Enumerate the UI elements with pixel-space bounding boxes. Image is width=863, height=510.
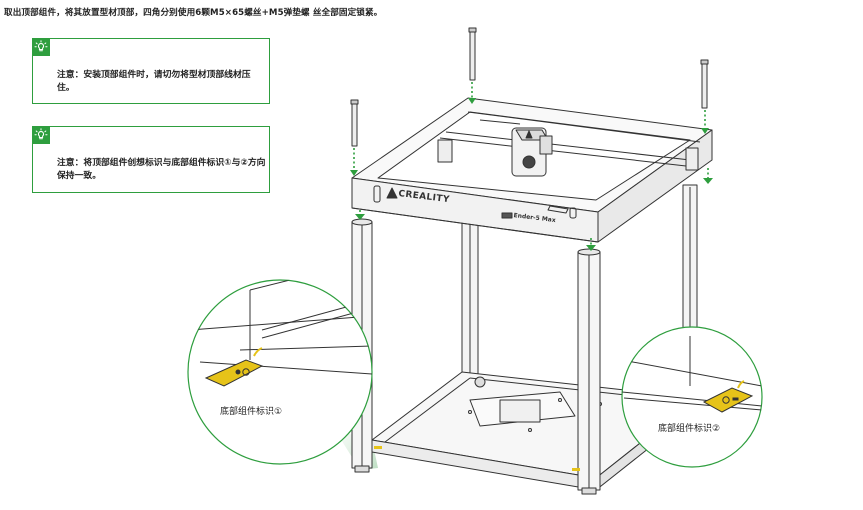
note-border-line xyxy=(32,144,33,193)
note-tab xyxy=(32,126,50,144)
bottom-frame xyxy=(371,371,698,491)
base-marker-1 xyxy=(374,446,382,449)
note-box-orientation: 注意：将顶部组件创想标识与底部组件标识①与②方向保持一致。 xyxy=(32,126,270,193)
callout-label-bottom-mark-2: 底部组件标识② xyxy=(658,424,721,434)
note-box-cable: 注意：安装顶部组件时，请切勿将型材顶部线材压住。 xyxy=(32,38,270,104)
note-tab xyxy=(32,38,50,56)
callout-label-bottom-mark-1: 底部组件标识① xyxy=(220,407,283,417)
zoom-circle-left xyxy=(187,279,373,465)
screws xyxy=(350,27,709,147)
instruction-text: 取出顶部组件，将其放置型材顶部，四角分别使用6颗M5×65螺丝+M5弹垫螺 丝全… xyxy=(4,8,383,18)
lightbulb-icon xyxy=(34,40,48,52)
note-text: 注意：安装顶部组件时，请切勿将型材顶部线材压住。 xyxy=(57,70,251,93)
guide-arrows xyxy=(350,98,713,251)
note-border-line xyxy=(32,56,33,104)
base-marker-2 xyxy=(572,468,580,471)
note-text: 注意：将顶部组件创想标识与底部组件标识①与②方向保持一致。 xyxy=(57,158,266,181)
lightbulb-icon xyxy=(34,128,48,140)
top-assembly xyxy=(351,97,713,243)
zoom-circle-right xyxy=(621,326,763,468)
